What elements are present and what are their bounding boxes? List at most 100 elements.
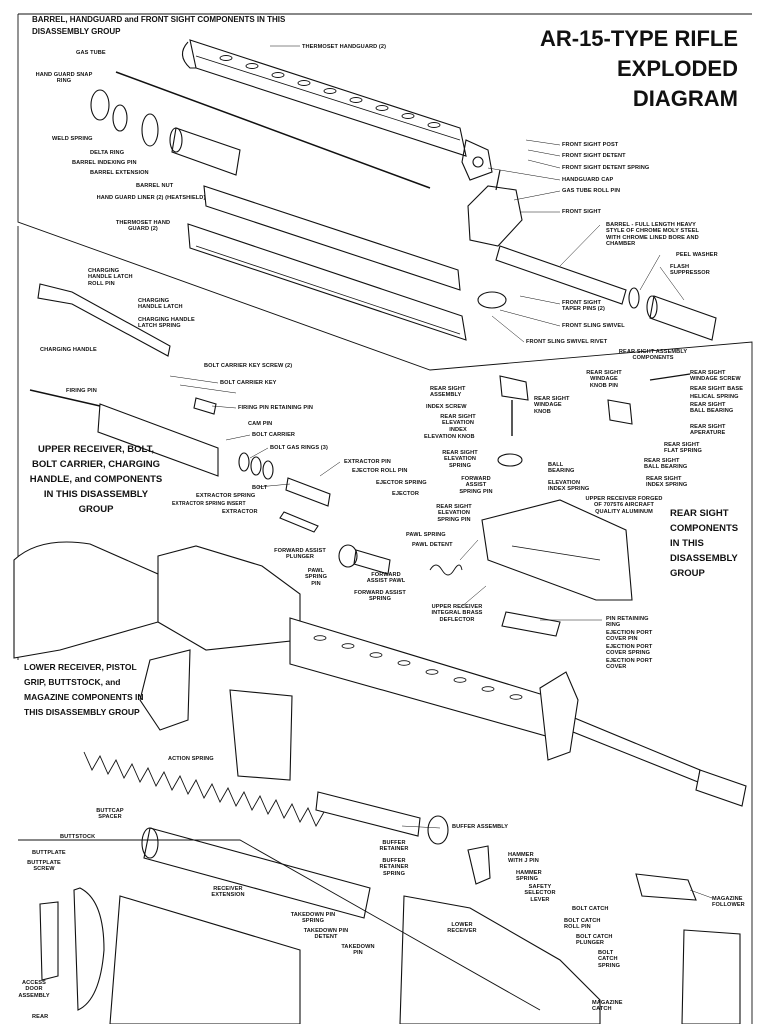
upper-receiver xyxy=(481,499,633,601)
label-bolt-catch-roll-pin: BOLT CATCH ROLL PIN xyxy=(564,918,601,931)
snap-rings xyxy=(90,89,159,147)
label-buffer-retainer: BUFFER RETAINER xyxy=(379,840,409,853)
rear-sight-group-caption: REAR SIGHT COMPONENTS IN THIS DISASSEMBL… xyxy=(670,508,739,579)
label-hammer-spring: HAMMER SPRING xyxy=(516,870,542,883)
bolt-carrier xyxy=(97,403,219,477)
label-extractor-spring: EXTRACTOR SPRING xyxy=(196,493,256,499)
label-front-sight-detent-spring: FRONT SIGHT DETENT SPRING xyxy=(562,165,650,171)
barrel-group-caption: BARREL, HANDGUARD and FRONT SIGHT COMPON… xyxy=(32,15,286,36)
label-front-sight: FRONT SIGHT xyxy=(562,209,602,215)
barrel xyxy=(495,245,627,305)
barrel-group-boundary xyxy=(17,14,753,1024)
label-firing-pin-retaining-pin: FIRING PIN RETAINING PIN xyxy=(238,405,314,411)
label-hammer-with-j-pin: HAMMER WITH J PIN xyxy=(508,852,539,865)
gas-tube xyxy=(115,71,431,189)
hammer-part xyxy=(467,845,491,885)
label-ejection-port-cover-pin: EJECTION PORT COVER PIN xyxy=(606,630,653,643)
label-rear-sight-elevation-spring-pin: REAR SIGHT ELEVATION SPRING PIN xyxy=(436,504,472,523)
ejection-port-cover xyxy=(501,611,561,637)
label-magazine-catch: MAGAZINE CATCH xyxy=(592,1000,623,1013)
label-extractor-spring-insert: EXTRACTOR SPRING INSERT xyxy=(172,501,246,507)
label-bolt-carrier-key: BOLT CARRIER KEY xyxy=(220,380,277,386)
label-gas-tube: GAS TUBE xyxy=(76,50,106,56)
hand-guard-liner xyxy=(203,185,461,291)
label-rear: REAR xyxy=(32,1014,49,1020)
label-lower-receiver: LOWER RECEIVER xyxy=(447,922,477,935)
label-ejector: EJECTOR xyxy=(392,491,420,497)
label-cam-pin: CAM PIN xyxy=(248,421,273,427)
label-charging-handle-latch-roll-pin: CHARGING HANDLE LATCH ROLL PIN xyxy=(88,268,133,287)
label-rear-sight-assembly: REAR SIGHT ASSEMBLY xyxy=(430,386,466,399)
label-action-spring: ACTION SPRING xyxy=(168,756,214,762)
peel-washer xyxy=(628,287,640,309)
label-safety-selector-lever: SAFETY SELECTOR LEVER xyxy=(524,884,556,903)
buttstock-lower xyxy=(109,895,301,1024)
label-front-sling-swivel-rivet: FRONT SLING SWIVEL RIVET xyxy=(526,339,608,345)
label-forward-assist-plunger: FORWARD ASSIST PLUNGER xyxy=(274,548,326,561)
label-charging-handle: CHARGING HANDLE xyxy=(40,347,97,353)
label-front-sight-post: FRONT SIGHT POST xyxy=(562,142,619,148)
buffer-assembly xyxy=(315,791,449,845)
label-rear-sight-base: REAR SIGHT BASE xyxy=(690,386,744,392)
bolt xyxy=(285,477,331,507)
flash-suppressor xyxy=(646,295,717,341)
label-thermoset-hand-guard: THERMOSET HAND GUARD (2) xyxy=(115,220,171,233)
label-buffer-retainer-spring: BUFFER RETAINER SPRING xyxy=(379,858,409,877)
label-front-sight-taper-pins: FRONT SIGHT TAPER PINS (2) xyxy=(562,300,605,313)
label-takedown-pin: TAKEDOWN PIN xyxy=(341,944,375,957)
label-thermoset-handguard-top: THERMOSET HANDGUARD (2) xyxy=(302,44,387,50)
lower-group-caption: LOWER RECEIVER, PISTOL GRIP, BUTTSTOCK, … xyxy=(24,662,144,717)
label-hand-guard-liner: HAND GUARD LINER (2) (HEATSHIELD) xyxy=(96,195,206,201)
assembled-rifle xyxy=(13,541,747,807)
label-buttplate-screw: BUTTPLATE SCREW xyxy=(27,860,61,873)
lower-group-boundary xyxy=(18,839,541,1011)
label-forward-assist-pawl: FORWARD ASSIST PAWL xyxy=(366,572,406,585)
label-ejection-port-cover: EJECTION PORT COVER xyxy=(606,658,653,671)
label-rear-sight-aperature: REAR SIGHT APERATURE xyxy=(690,424,726,437)
label-hand-guard-snap-ring: HAND GUARD SNAP RING xyxy=(35,72,93,85)
label-barrel-extension: BARREL EXTENSION xyxy=(90,170,149,176)
label-extractor: EXTRACTOR xyxy=(222,509,258,515)
action-spring xyxy=(83,751,325,827)
label-flash-suppressor: FLASH SUPPRESSOR xyxy=(670,264,710,277)
lower-receiver-part xyxy=(399,895,601,1024)
label-pawl-spring: PAWL SPRING xyxy=(406,532,446,538)
label-bolt-carrier-key-screw: BOLT CARRIER KEY SCREW (2) xyxy=(204,363,293,369)
label-rear-sight-elevation-spring: REAR SIGHT ELEVATION SPRING xyxy=(442,450,478,469)
label-upper-receiver-brass-deflector: UPPER RECEIVER INTEGRAL BRASS DEFLECTOR xyxy=(431,604,483,623)
label-barrel-full: BARREL - FULL LENGTH HEAVY STYLE OF CHRO… xyxy=(606,222,699,248)
label-receiver-extension: RECEIVER EXTENSION xyxy=(211,886,245,899)
thermoset-hand-guard-lower xyxy=(187,223,467,341)
diagram-title: AR-15-TYPE RIFLE EXPLODED DIAGRAM xyxy=(498,24,738,114)
front-sight xyxy=(467,169,523,247)
extractor xyxy=(279,511,319,533)
assembled-handguard-slots xyxy=(313,635,523,700)
label-elevation-index-spring: ELEVATION INDEX SPRING xyxy=(548,480,590,493)
label-rear-sight-flat-spring: REAR SIGHT FLAT SPRING xyxy=(664,442,702,455)
label-bolt-catch: BOLT CATCH xyxy=(572,906,609,912)
magazine-part xyxy=(681,929,741,1024)
label-peel-washer: PEEL WASHER xyxy=(676,252,718,258)
leader-lines xyxy=(169,45,713,899)
bolt-gas-rings xyxy=(238,452,274,480)
label-charging-handle-latch-spring: CHARGING HANDLE LATCH SPRING xyxy=(138,317,195,330)
barrel-nut xyxy=(169,127,241,176)
label-ejector-spring: EJECTOR SPRING xyxy=(376,480,427,486)
charging-handle xyxy=(37,283,171,357)
firing-pin xyxy=(29,389,101,407)
label-magazine-follower: MAGAZINE FOLLOWER xyxy=(712,896,745,909)
label-bolt-gas-rings: BOLT GAS RINGS (3) xyxy=(270,445,328,451)
label-access-door-assembly: ACCESS DOOR ASSEMBLY xyxy=(18,980,50,999)
label-bolt-catch-plunger: BOLT CATCH PLUNGER xyxy=(576,934,613,947)
label-elevation-knob: ELEVATION KNOB xyxy=(424,434,475,440)
label-buttcap-spacer: BUTTCAP SPACER xyxy=(96,808,124,821)
title-line-2: EXPLODED xyxy=(616,56,738,81)
label-rear-sight-ball-bearing-top: REAR SIGHT BALL BEARING xyxy=(690,402,734,415)
label-buttstock: BUTTSTOCK xyxy=(60,834,96,840)
label-forward-assist-spring-pin: FORWARD ASSIST SPRING PIN xyxy=(459,476,493,495)
label-upper-receiver-forged: UPPER RECEIVER FORGED OF 7075T6 AIRCRAFT… xyxy=(585,496,663,515)
title-line-1: AR-15-TYPE RIFLE xyxy=(539,26,738,51)
rear-sight-assembly xyxy=(497,373,691,467)
